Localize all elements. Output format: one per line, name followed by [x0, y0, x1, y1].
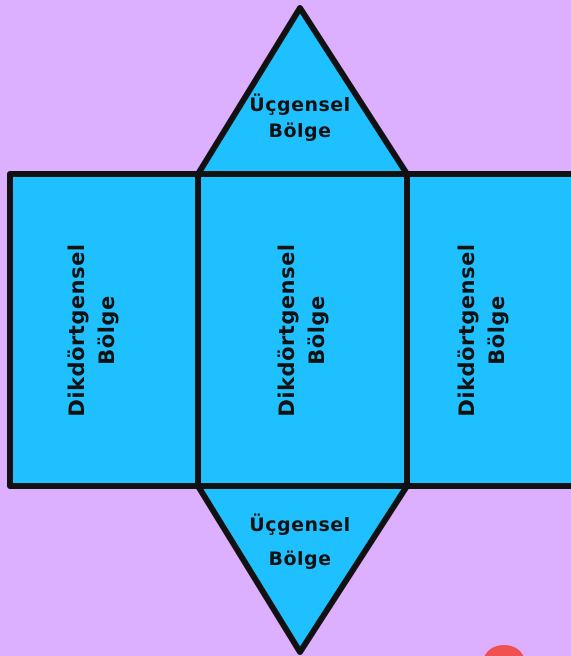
- corner-decoration: [484, 645, 524, 656]
- rectangle-right-label-line1: Dikdörtgensel: [455, 243, 479, 417]
- rectangle-face-left: [7, 171, 201, 489]
- top-triangle-label-line2: Bölge: [268, 120, 332, 142]
- rectangle-center-label-line1: Dikdörtgensel: [275, 243, 299, 417]
- rectangle-face-center: [195, 171, 410, 489]
- rectangle-right-label-line2: Bölge: [485, 295, 509, 365]
- top-triangle-face: [195, 5, 410, 177]
- rectangle-face-right: [404, 171, 571, 489]
- rectangle-left-label-line1: Dikdörtgensel: [65, 243, 89, 417]
- rectangle-center-label: Dikdörtgensel Bölge: [272, 210, 332, 450]
- bottom-triangle-label-line2: Bölge: [268, 548, 332, 570]
- rectangle-right-label: Dikdörtgensel Bölge: [452, 210, 512, 450]
- rectangle-left-label-line2: Bölge: [95, 295, 119, 365]
- top-triangle-label-line1: Üçgensel: [249, 94, 351, 116]
- rectangle-center-label-line2: Bölge: [305, 295, 329, 365]
- bottom-triangle-label: Üçgensel Bölge: [230, 508, 370, 576]
- rectangle-left-label: Dikdörtgensel Bölge: [62, 210, 122, 450]
- top-triangle-label: Üçgensel Bölge: [230, 92, 370, 144]
- bottom-triangle-label-line1: Üçgensel: [249, 514, 351, 536]
